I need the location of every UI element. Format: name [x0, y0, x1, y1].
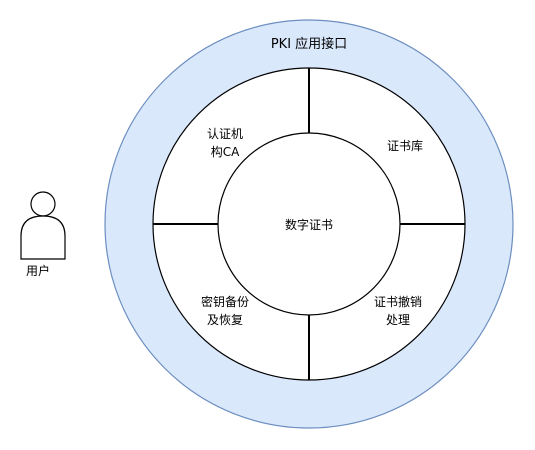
digital-certificate-core[interactable]: [217, 132, 401, 316]
pki-interface-label: PKI 应用接口: [270, 37, 348, 52]
user-actor-icon[interactable]: [20, 191, 66, 260]
user-head: [30, 191, 56, 217]
certificate-revocation-label: 证书撤销 处理: [373, 295, 422, 327]
key-backup-recovery-label: 密钥备份 及恢复: [200, 295, 249, 327]
ca-label: 认证机 构CA: [206, 127, 243, 159]
user-body: [20, 215, 66, 260]
digital-certificate-label: 数字证书: [284, 218, 333, 232]
user-label: 用户: [25, 264, 50, 278]
certificate-repository-label: 证书库: [386, 139, 423, 153]
